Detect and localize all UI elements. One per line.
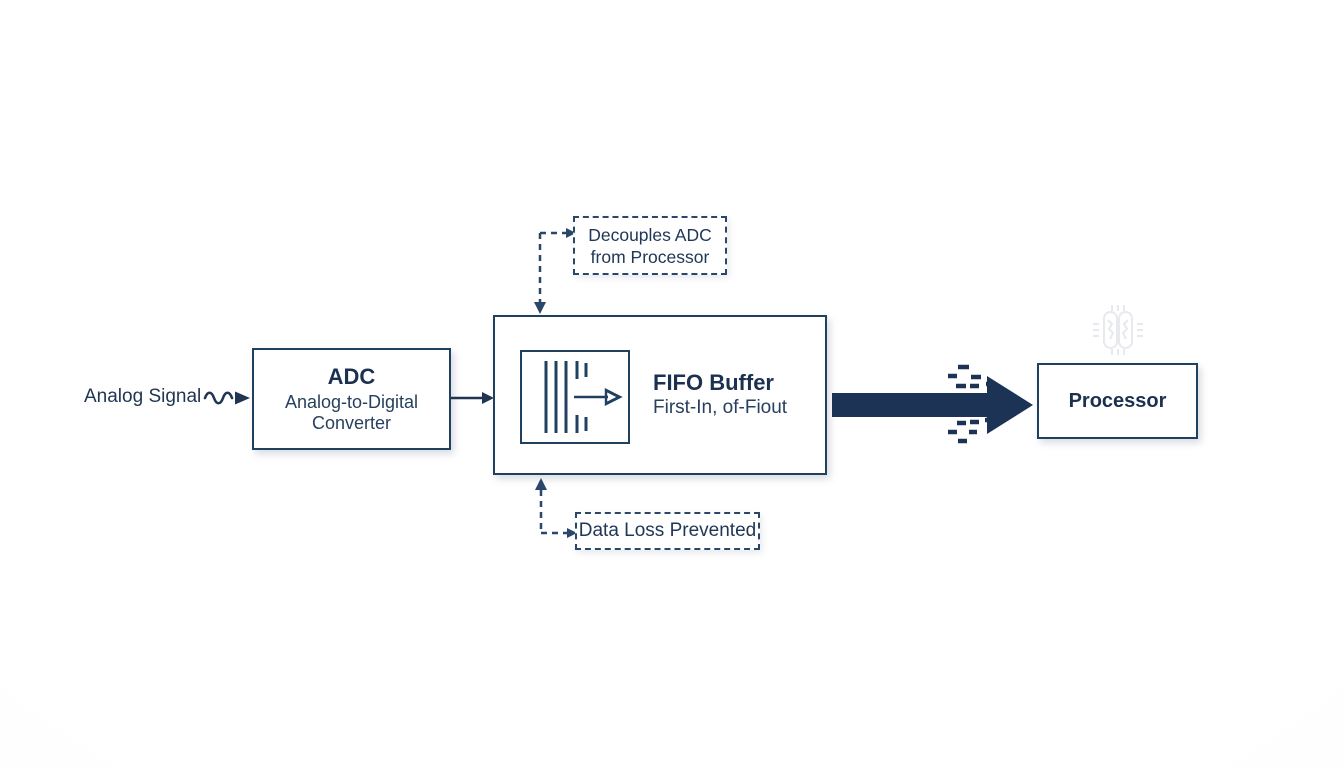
callout-decouples: Decouples ADC from Processor [573, 216, 727, 275]
adc-to-fifo-arrow [451, 392, 494, 404]
adc-node: ADC Analog-to-Digital Converter [252, 348, 451, 450]
adc-title: ADC [327, 364, 376, 389]
fifo-to-bottom-callout-connector [535, 478, 577, 538]
processor-node: Processor [1037, 363, 1198, 439]
fifo-queue-arrow-icon [544, 361, 623, 433]
fifo-buffer-node: FIFO Buffer First-In, of-Fiout [493, 315, 827, 475]
processor-title: Processor [1068, 389, 1167, 412]
sine-wave-arrow-icon [203, 391, 250, 405]
brain-chip-icon [1093, 305, 1143, 355]
fifo-icon-frame [520, 350, 630, 444]
fifo-to-processor-thick-arrow [832, 364, 1033, 444]
fifo-title: FIFO Buffer [653, 370, 774, 395]
data-bits-dashes [948, 364, 996, 444]
adc-subtitle: Analog-to-Digital Converter [284, 392, 419, 433]
fifo-to-top-callout-connector [534, 228, 576, 314]
fifo-subtitle: First-In, of-Fiout [653, 397, 788, 418]
analog-signal-label: Analog Signal [84, 386, 202, 407]
callout-data-loss: Data Loss Prevented [575, 512, 760, 550]
fifo-text-block: FIFO Buffer First-In, of-Fiout [653, 370, 823, 420]
